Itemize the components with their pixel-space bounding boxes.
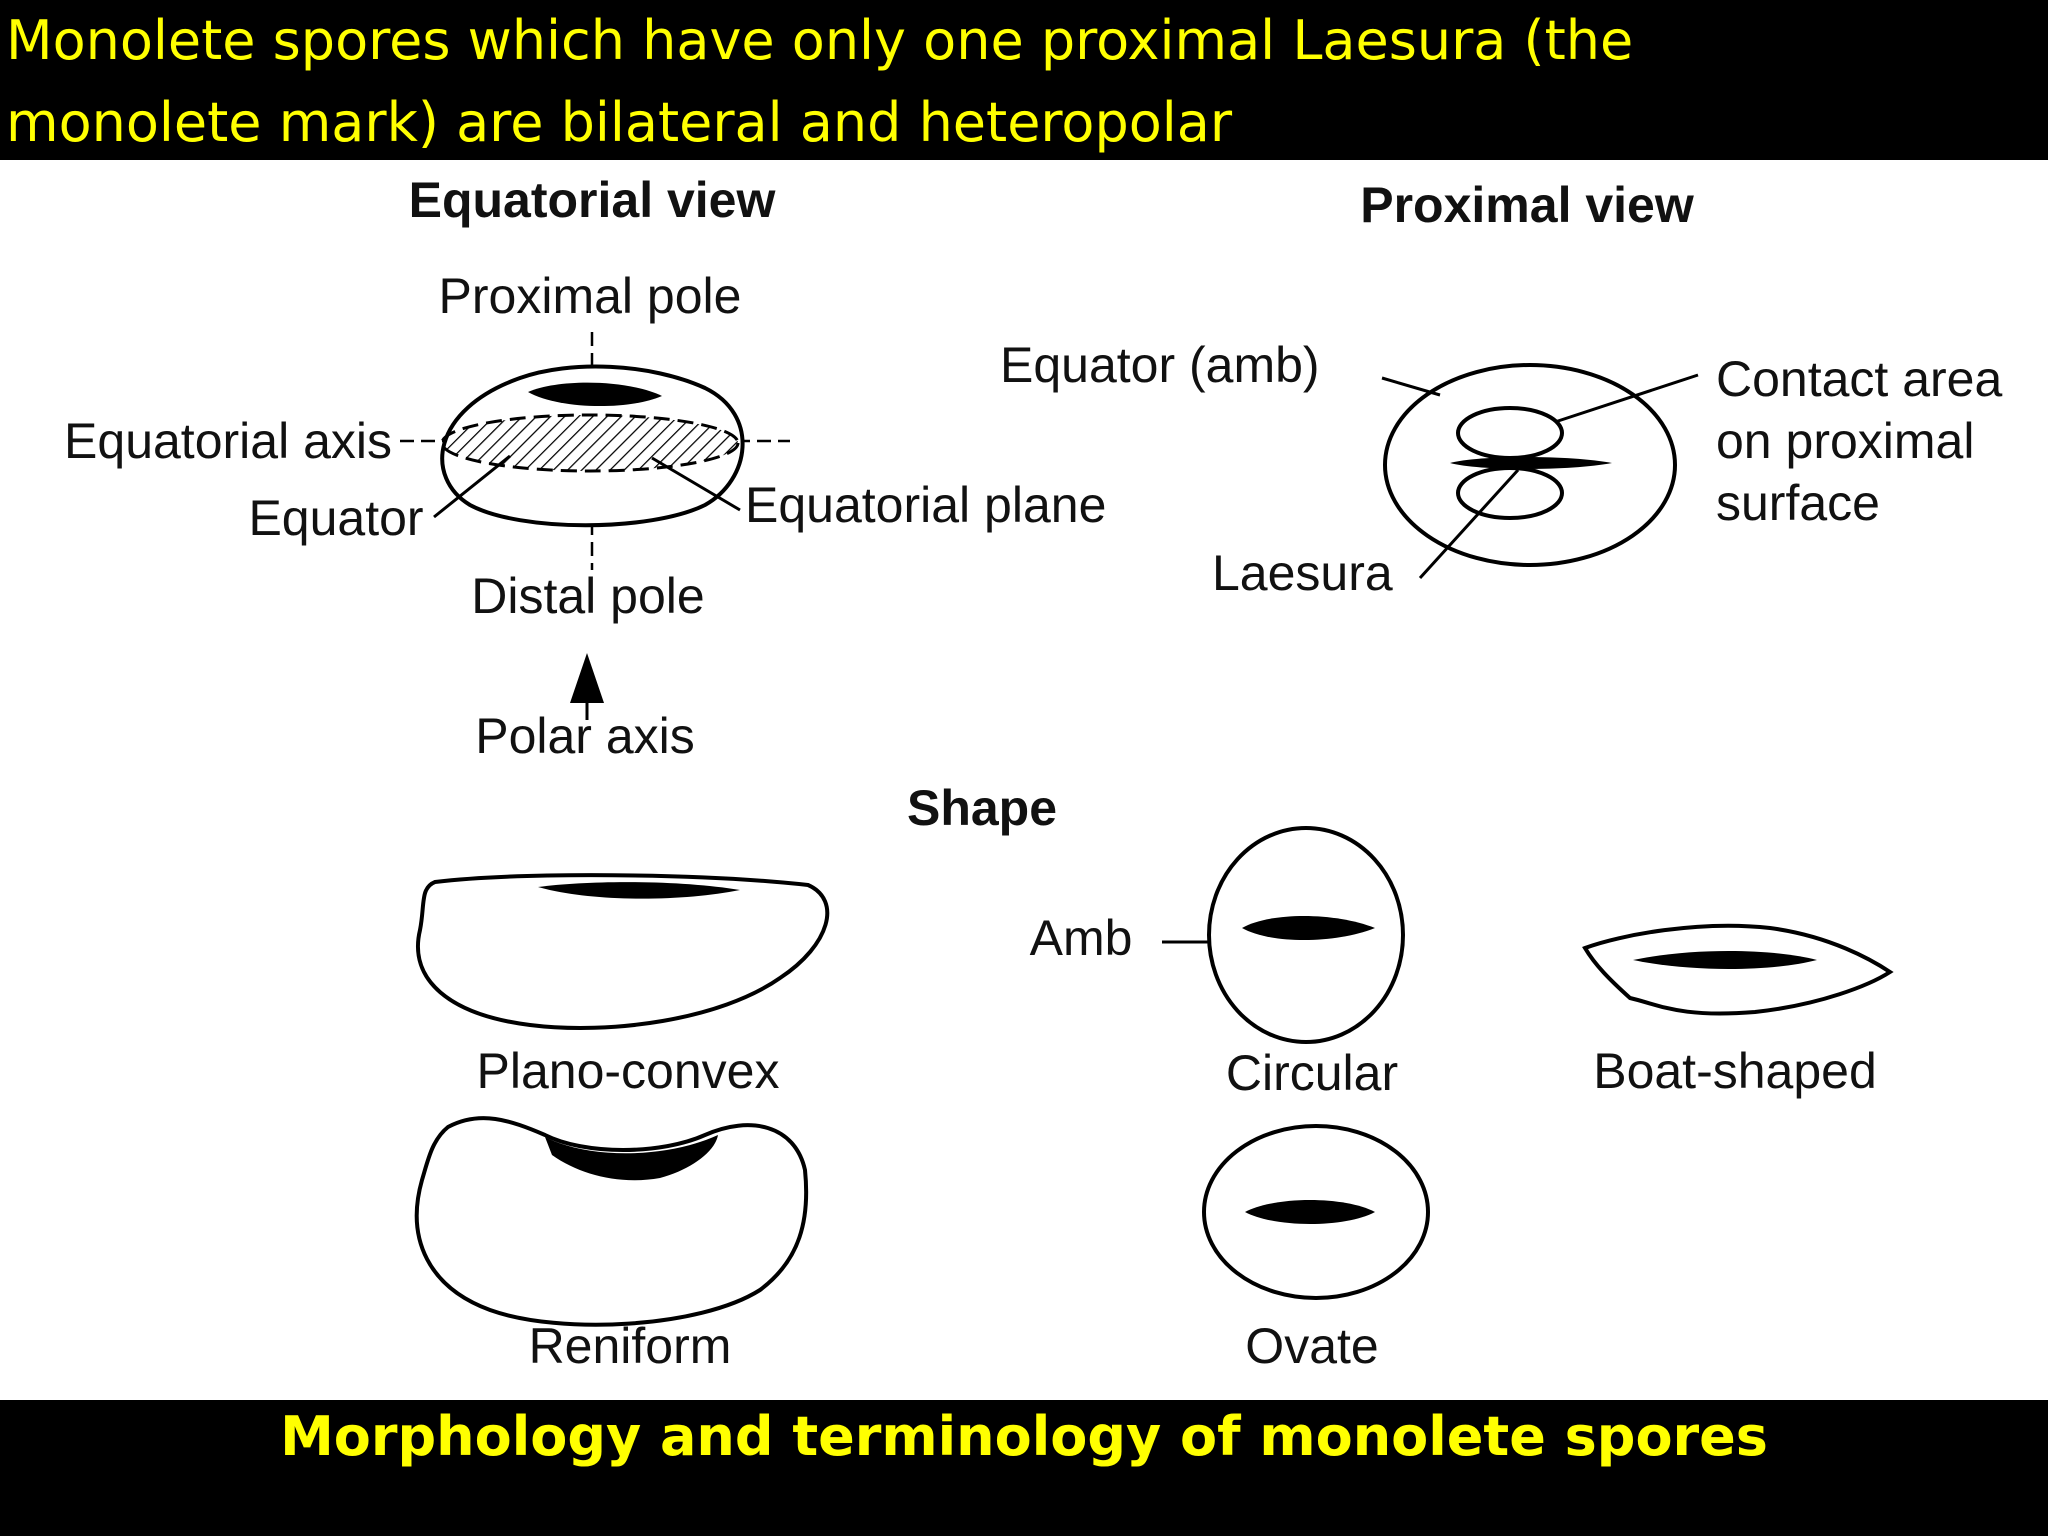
title-banner: Monolete spores which have only one prox… (0, 0, 2048, 160)
ovate-laesura (1245, 1200, 1375, 1224)
equator-amb-label: Equator (amb) (1000, 337, 1320, 393)
polar-axis-arrow-icon (570, 653, 604, 703)
caption-banner: Morphology and terminology of monolete s… (0, 1400, 2048, 1536)
boat-shaped-label: Boat-shaped (1593, 1043, 1877, 1099)
equatorial-view-title: Equatorial view (409, 172, 776, 228)
contact-area-leader-line (1554, 373, 1699, 424)
contact-area-lower (1456, 466, 1564, 520)
laesura-label: Laesura (1212, 545, 1393, 601)
circular-laesura (1242, 916, 1375, 940)
proximal-pole-label: Proximal pole (439, 268, 742, 324)
boat-shaped-laesura (1633, 951, 1817, 969)
diagram-canvas: Equatorial view Proximal pole Equatorial… (64, 172, 2002, 1374)
equator-label: Equator (248, 490, 423, 546)
equatorial-axis-label: Equatorial axis (64, 413, 392, 469)
equator-leader-line (433, 454, 511, 519)
spore-diagram: Equatorial view Proximal pole Equatorial… (0, 160, 2048, 1400)
proximal-view-title: Proximal view (1360, 177, 1694, 233)
contact-area-label-line-3: surface (1716, 475, 1880, 531)
shape-section: Shape Plano-convex Reniform Amb Circular… (414, 780, 1894, 1374)
reniform-outline (414, 1116, 809, 1327)
proximal-view-figure: Proximal view Equator (amb) Contact area… (1000, 177, 2002, 601)
circular-label: Circular (1226, 1045, 1398, 1101)
figure-caption: Morphology and terminology of monolete s… (280, 1405, 1768, 1468)
reniform-laesura (545, 1135, 718, 1181)
distal-pole-label: Distal pole (471, 568, 704, 624)
reniform-label: Reniform (529, 1318, 732, 1374)
contact-area-label-line-1: Contact area (1716, 351, 2002, 407)
ovate-label: Ovate (1245, 1318, 1378, 1374)
boat-shaped-outline (1582, 923, 1894, 1016)
title-line-1: Monolete spores which have only one prox… (6, 9, 1634, 72)
plano-convex-label: Plano-convex (477, 1043, 780, 1099)
equatorial-plane-ellipse (440, 413, 740, 473)
equatorial-view-figure: Equatorial view Proximal pole Equatorial… (64, 172, 1106, 764)
title-line-2: monolete mark) are bilateral and heterop… (6, 91, 1233, 154)
contact-area-upper (1456, 406, 1564, 460)
equator-amb-leader-line (1381, 376, 1441, 397)
equatorial-plane-leader-line (651, 456, 741, 512)
amb-label: Amb (1030, 910, 1133, 966)
plano-convex-outline (416, 873, 830, 1030)
plano-convex-laesura (538, 882, 740, 899)
equatorial-plane-label: Equatorial plane (745, 477, 1106, 533)
polar-axis-label: Polar axis (475, 708, 695, 764)
shape-title: Shape (907, 780, 1057, 836)
contact-area-label-line-2: on proximal (1716, 413, 1974, 469)
equatorial-laesura-mark (528, 382, 662, 407)
laesura-leader-line (1418, 468, 1520, 580)
proximal-laesura-mark (1450, 457, 1612, 469)
